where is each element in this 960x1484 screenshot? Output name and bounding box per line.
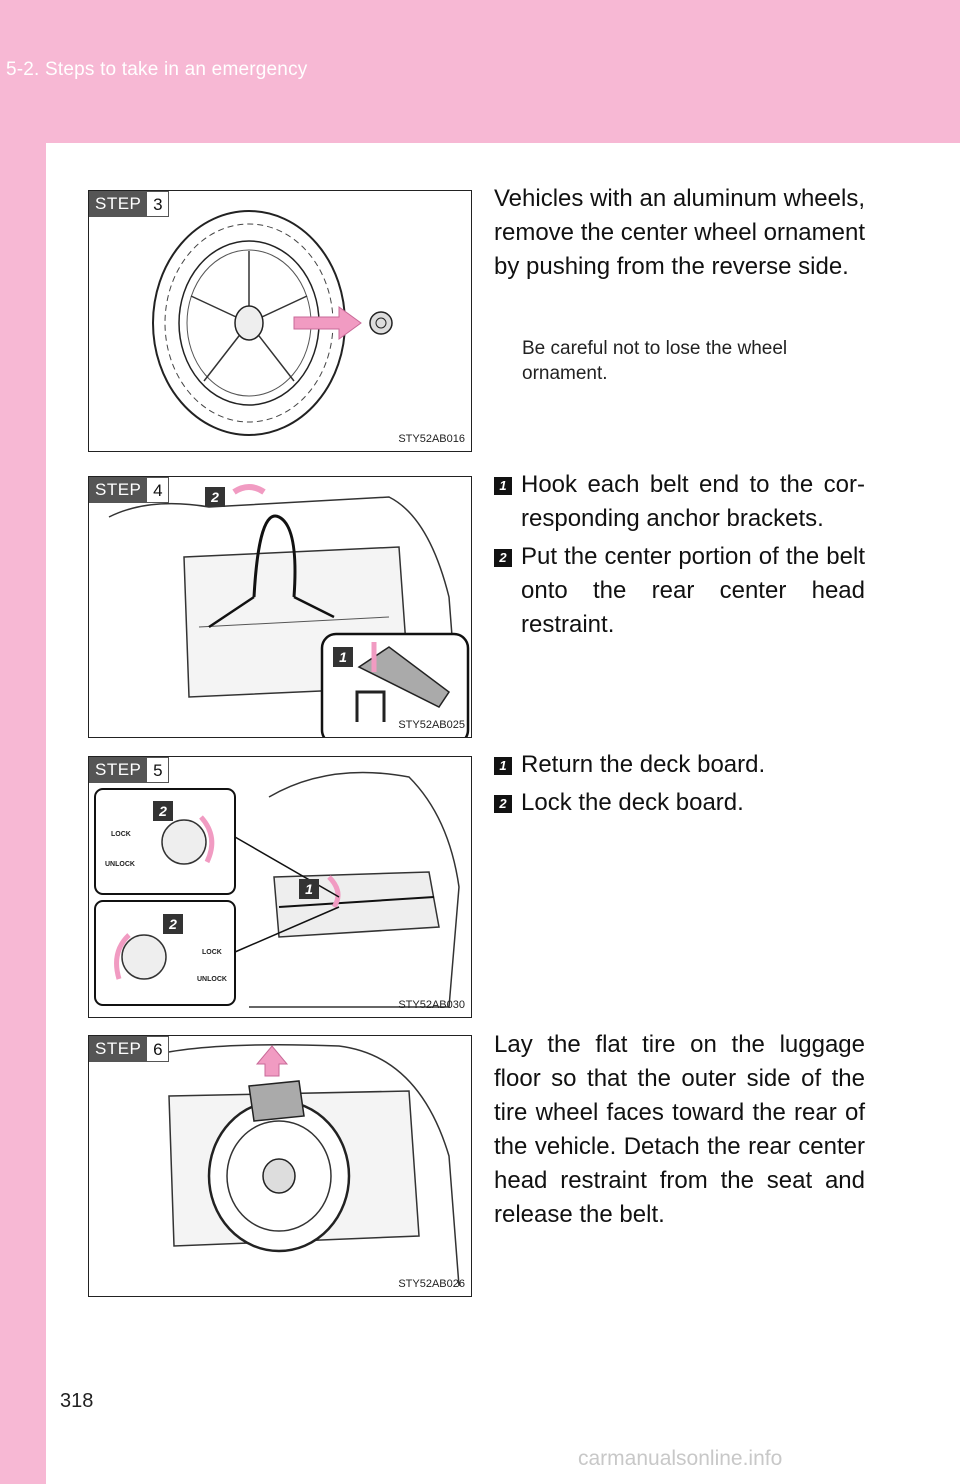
- step-4-item: 2 Put the center portion of the belt ont…: [494, 540, 865, 642]
- step-badge: STEP 5: [89, 757, 170, 783]
- step-number: 5: [147, 757, 170, 783]
- item-text: Put the center portion of the belt onto …: [521, 543, 865, 638]
- header-band: [0, 0, 960, 143]
- lock-label: LOCK: [111, 831, 131, 838]
- step-5-item: 2 Lock the deck board.: [494, 786, 865, 820]
- step-word: STEP: [89, 191, 148, 217]
- watermark: carmanualsonline.info: [578, 1447, 783, 1470]
- step-6-text: Lay the flat tire on the luggage floor s…: [494, 1031, 865, 1228]
- flat-tire-illustration: [148, 1044, 460, 1287]
- item-text: Hook each belt end to the cor-responding…: [521, 471, 865, 532]
- step-badge: STEP 6: [89, 1036, 170, 1062]
- number-badge: 1: [494, 477, 512, 495]
- step-badge: STEP 3: [89, 191, 170, 217]
- page-number: 318: [60, 1390, 94, 1412]
- deck-board-illustration: [94, 771, 460, 1008]
- figure-step-5: STEP 5 LOCK UNLOCK LOCK UNLOCK 2 1 2 STY…: [88, 756, 472, 1018]
- item-text: Lock the deck board.: [521, 789, 744, 816]
- side-band: [0, 143, 46, 1484]
- step-number: 6: [147, 1036, 170, 1062]
- figure-step-6: STEP 6 STY52AB026: [88, 1035, 472, 1297]
- step-number: 3: [147, 191, 170, 217]
- figure-code: STY52AB030: [398, 999, 465, 1011]
- step-word: STEP: [89, 477, 148, 503]
- wheel-ornament-illustration: [152, 210, 393, 436]
- step-word: STEP: [89, 1036, 148, 1062]
- belt-hook-illustration: [108, 484, 470, 737]
- number-badge: 2: [494, 549, 512, 567]
- callout-badge: 2: [163, 914, 183, 934]
- callout-badge: 2: [205, 487, 225, 507]
- step-3-text: Vehicles with an aluminum wheels, remove…: [494, 185, 865, 280]
- step-badge: STEP 4: [89, 477, 170, 503]
- callout-badge: 1: [333, 647, 353, 667]
- figure-step-3: STEP 3 STY52AB016: [88, 190, 472, 452]
- number-badge: 2: [494, 795, 512, 813]
- step-5-item: 1 Return the deck board.: [494, 748, 865, 782]
- step-word: STEP: [89, 757, 148, 783]
- section-title: 5-2. Steps to take in an emergency: [6, 59, 308, 80]
- figure-code: STY52AB026: [398, 1278, 465, 1290]
- item-text: Return the deck board.: [521, 751, 766, 778]
- figure-code: STY52AB025: [398, 719, 465, 731]
- number-badge: 1: [494, 757, 512, 775]
- step-4-item: 1 Hook each belt end to the cor-respondi…: [494, 468, 865, 536]
- callout-badge: 2: [153, 801, 173, 821]
- figure-code: STY52AB016: [398, 433, 465, 445]
- step-number: 4: [147, 477, 170, 503]
- figure-step-4: STEP 4 2 1 STY52AB025: [88, 476, 472, 738]
- step-3-note: Be careful not to lose the wheel ornamen…: [522, 338, 788, 384]
- unlock-label: UNLOCK: [105, 861, 135, 868]
- callout-badge: 1: [299, 879, 319, 899]
- unlock-label: UNLOCK: [197, 976, 227, 983]
- lock-label: LOCK: [202, 949, 222, 956]
